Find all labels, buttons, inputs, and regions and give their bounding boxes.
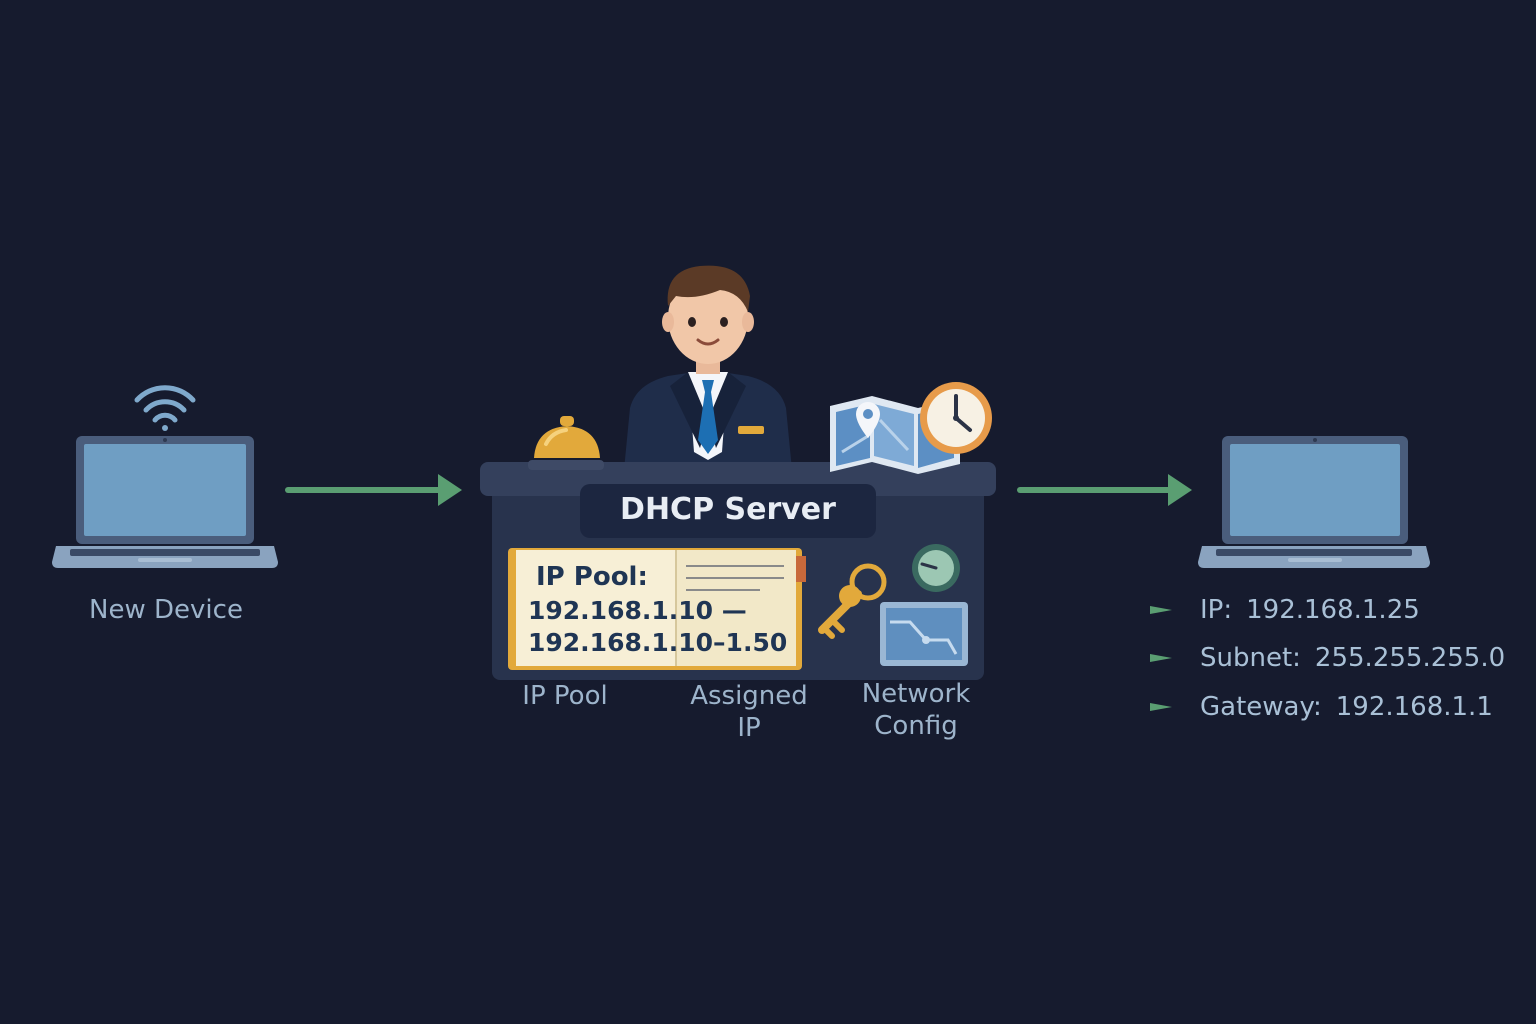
bell-icon [528,416,604,470]
gauge-icon [912,544,960,592]
config-value: 192.168.1.25 [1246,595,1420,625]
request-arrow [285,474,462,506]
receptionist-avatar [624,265,792,470]
config-row-ip: IP: 192.168.1.25 [1150,592,1420,628]
config-key: IP: [1200,595,1233,625]
new-device-label: New Device [89,595,243,625]
ip-pool-book [508,548,806,670]
assigned-ip-label-line2: IP [737,713,761,743]
arrow-bullet-icon [1150,606,1172,614]
response-arrow [1017,474,1192,506]
network-map-icon [880,602,968,666]
server-title: DHCP Server [620,492,836,527]
network-config-label: Network Config [846,678,986,742]
arrow-bullet-icon [1150,654,1172,662]
config-key: Gateway: [1200,692,1322,722]
wifi-icon [134,385,196,431]
assigned-ip-label-line1: Assigned [690,681,808,711]
key-icon [818,563,887,639]
network-config-label-line1: Network [861,679,971,709]
config-key: Subnet: [1200,643,1301,673]
config-row-gateway: Gateway: 192.168.1.1 [1150,689,1493,725]
ip-pool-label: IP Pool [522,681,608,711]
ip-pool-range-line2: 192.168.1.10–1.50 [528,628,788,657]
ip-pool-heading: IP Pool: [536,562,648,592]
config-row-subnet: Subnet: 255.255.255.0 [1150,640,1505,676]
config-value: 192.168.1.1 [1335,692,1493,722]
assigned-ip-label: Assigned IP [676,680,822,744]
config-value: 255.255.255.0 [1314,643,1506,673]
ip-pool-range-line1: 192.168.1.10 — [528,596,747,625]
network-config-label-line2: Config [874,711,958,741]
new-device-laptop [52,436,278,568]
clock-icon [920,382,992,454]
configured-device-laptop [1198,436,1430,568]
arrow-bullet-icon [1150,703,1172,711]
